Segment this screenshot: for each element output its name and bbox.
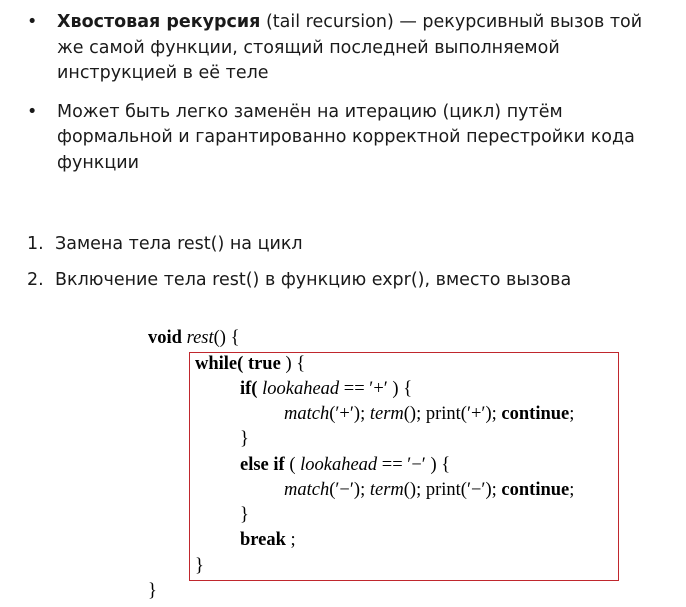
bullet-list: • Хвостовая рекурсия (tail recursion) — … — [0, 10, 686, 176]
numbered-item-1: 1. Замена тела rest() на цикл — [0, 232, 686, 257]
code-line-11: } — [148, 581, 157, 601]
numbered-marker: 2. — [27, 270, 44, 290]
numbered-item-2: 2. Включение тела rest() в функцию expr(… — [0, 268, 686, 293]
code-line-6: else if ( lookahead == ′−′ ) { — [240, 455, 451, 475]
bullet-text: (tail recursion) — рекурсивный вызов той… — [57, 12, 643, 83]
bullet-text: Может быть легко заменён на итерацию (ци… — [57, 101, 635, 173]
code-line-7: match(′−′); term(); print(′−′); continue… — [284, 480, 575, 500]
code-line-10: } — [195, 556, 204, 576]
numbered-list: 1. Замена тела rest() на цикл 2. Включен… — [0, 232, 686, 293]
code-line-5: } — [240, 429, 249, 449]
bullet-bold-term: Хвостовая рекурсия — [57, 12, 261, 32]
code-line-4: match(′+′); term(); print(′+′); continue… — [284, 404, 575, 424]
numbered-text: Замена тела rest() на цикл — [55, 234, 303, 254]
bullet-marker: • — [27, 101, 38, 122]
code-line-2: while( true ) { — [195, 354, 306, 374]
bullet-tail-recursion: • Хвостовая рекурсия (tail recursion) — … — [0, 10, 686, 87]
code-line-1: void rest() { — [148, 328, 240, 348]
code-line-3: if( lookahead == ′+′ ) { — [240, 379, 413, 399]
code-line-8: } — [240, 505, 249, 525]
bullet-marker: • — [27, 12, 38, 32]
code-line-9: break ; — [240, 530, 296, 550]
numbered-marker: 1. — [27, 234, 44, 254]
numbered-text: Включение тела rest() в функцию expr(), … — [55, 270, 572, 290]
highlight-box — [189, 352, 619, 581]
bullet-iteration: • Может быть легко заменён на итерацию (… — [0, 100, 686, 177]
